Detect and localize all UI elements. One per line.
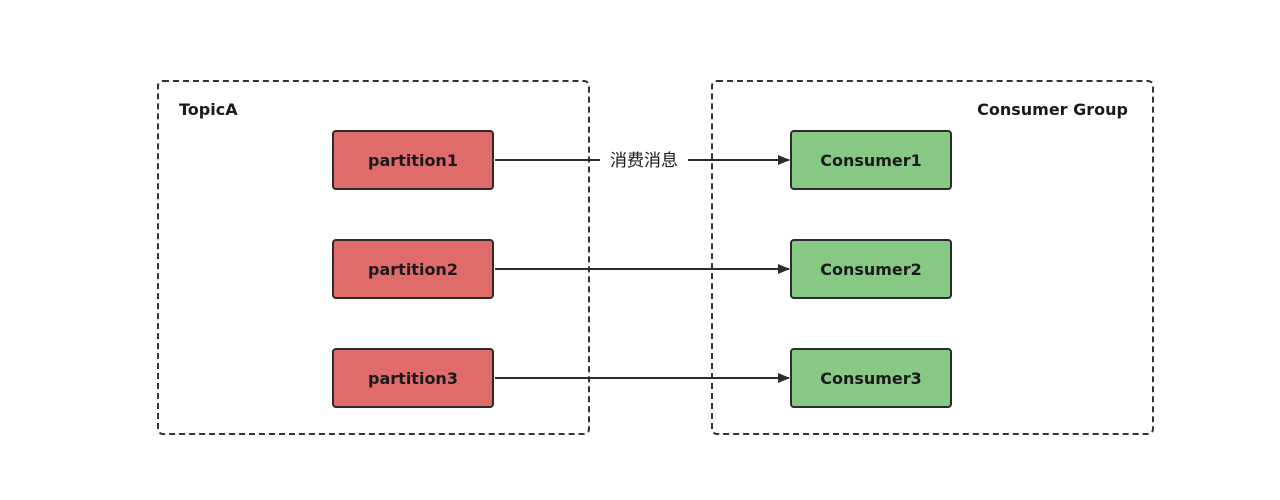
edge-label-consume-message: 消费消息 — [600, 149, 688, 173]
partition-node-1[interactable]: partition1 — [332, 130, 494, 190]
consumer-group: Consumer Group — [711, 80, 1154, 435]
consumer-node-2[interactable]: Consumer2 — [790, 239, 952, 299]
topic-group: TopicA — [157, 80, 590, 435]
consumer-group-title: Consumer Group — [977, 100, 1128, 119]
partition-node-3[interactable]: partition3 — [332, 348, 494, 408]
consumer-node-1[interactable]: Consumer1 — [790, 130, 952, 190]
topic-group-title: TopicA — [179, 100, 238, 119]
partition-node-2[interactable]: partition2 — [332, 239, 494, 299]
consumer-node-3[interactable]: Consumer3 — [790, 348, 952, 408]
